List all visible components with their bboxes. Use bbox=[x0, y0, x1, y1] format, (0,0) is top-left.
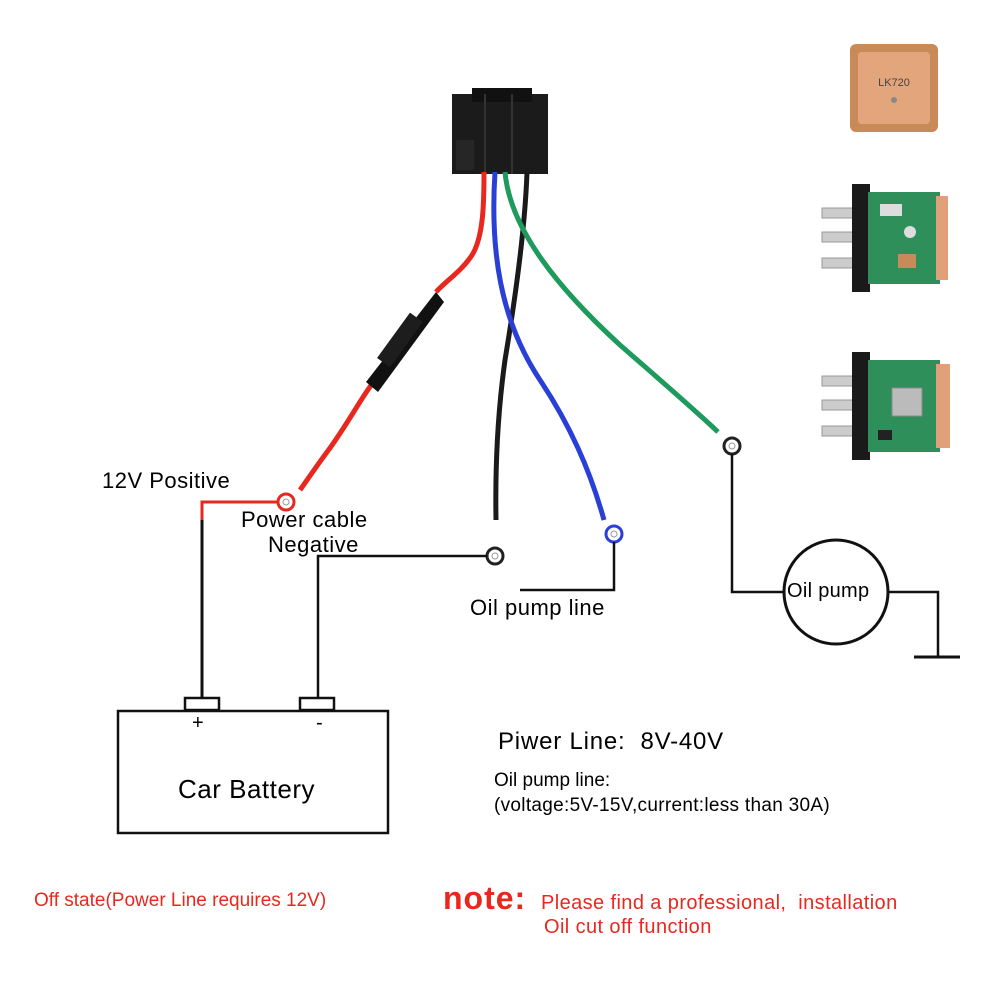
oil-pump-line-spec-title: Oil pump line: bbox=[494, 770, 611, 791]
power-line-spec: Piwer Line: 8V-40V bbox=[498, 728, 724, 755]
ring-terminal-icon bbox=[604, 524, 624, 544]
ring-terminal-icon bbox=[722, 436, 742, 456]
blue-wire bbox=[491, 171, 607, 521]
oil-pump-circle bbox=[782, 538, 890, 646]
battery-title: Car Battery bbox=[178, 774, 315, 804]
note-line-1: Please find a professional, installation bbox=[541, 892, 898, 914]
relay-connector-icon bbox=[452, 88, 548, 174]
battery-plus-label: + bbox=[192, 712, 204, 734]
oil-pump-line-label: Oil pump line bbox=[470, 595, 605, 620]
note-label: note: bbox=[443, 880, 527, 916]
power-cable-label: Power cable bbox=[241, 507, 368, 532]
oil-pump-label: Oil pump bbox=[787, 580, 870, 602]
oil-pump-line-spec-detail: (voltage:5V-15V,current:less than 30A) bbox=[494, 795, 831, 816]
negative-label: Negative bbox=[268, 532, 359, 557]
battery-minus-label: - bbox=[316, 712, 323, 734]
fuse-icon bbox=[366, 292, 444, 392]
gps-antenna-icon: LK720 bbox=[850, 44, 938, 132]
ring-terminal-icon bbox=[485, 546, 505, 566]
green-wire bbox=[502, 171, 720, 434]
oil-pump-circuit-line bbox=[730, 454, 784, 594]
note-line-2: Oil cut off function bbox=[544, 916, 712, 938]
off-state-text: Off state(Power Line requires 12V) bbox=[34, 890, 327, 911]
relay-module-icon bbox=[821, 184, 948, 292]
red-wire-lower bbox=[297, 382, 375, 492]
ground-line bbox=[888, 590, 940, 656]
oil-pump-line bbox=[520, 542, 616, 592]
red-wire bbox=[434, 171, 487, 294]
battery-plus-terminal bbox=[183, 696, 221, 712]
battery-minus-terminal bbox=[298, 696, 336, 712]
positive-label: 12V Positive bbox=[102, 468, 231, 493]
battery-box bbox=[116, 709, 390, 835]
relay-module-icon bbox=[821, 352, 950, 460]
chip-text: LK720 bbox=[878, 77, 910, 89]
negative-circuit-line bbox=[316, 554, 487, 698]
